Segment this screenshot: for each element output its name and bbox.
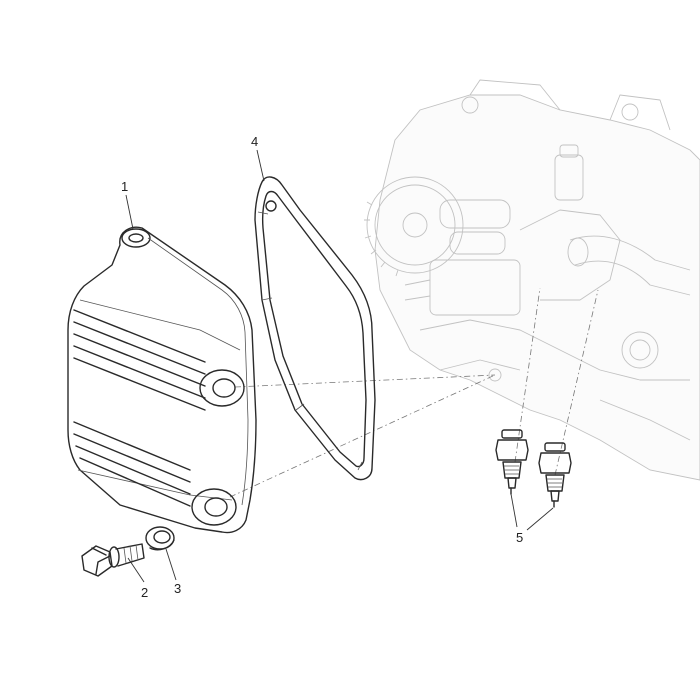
callout-5: 5 — [516, 530, 523, 545]
plug-a-axis — [514, 287, 541, 463]
flanged-bolt — [81, 543, 145, 577]
cylinder-head-cover — [67, 226, 257, 534]
upper-bolt-axis — [234, 374, 496, 388]
sealing-washer — [145, 526, 175, 551]
callout-2: 2 — [141, 585, 148, 600]
callout-3: 3 — [174, 581, 181, 596]
plug-b-axis — [554, 289, 599, 476]
leader-2 — [127, 557, 145, 583]
valve-cover-gasket — [254, 176, 376, 481]
assembly-axes — [229, 287, 599, 498]
spark-plug-b — [538, 442, 572, 508]
callout-4: 4 — [251, 134, 258, 149]
leader-lines — [125, 149, 554, 583]
leader-1 — [125, 194, 134, 230]
spark-plug-a — [495, 429, 529, 495]
leader-5a — [510, 493, 518, 528]
engine-block-outline — [364, 79, 700, 481]
leader-5b — [526, 507, 554, 531]
lower-bolt-axis — [229, 374, 496, 498]
callout-1: 1 — [121, 179, 128, 194]
leader-3 — [165, 548, 177, 581]
leader-4 — [256, 149, 265, 182]
